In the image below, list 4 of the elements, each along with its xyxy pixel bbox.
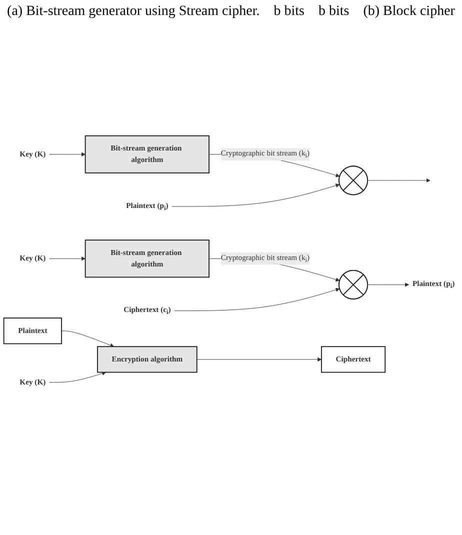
caption-text: (a) Bit-stream generator using Stream cipher. [7, 4, 260, 20]
caption-text: b bits [274, 4, 304, 20]
caption-text: b bits [318, 4, 350, 20]
caption-text: (b) Block cipher [363, 4, 455, 20]
